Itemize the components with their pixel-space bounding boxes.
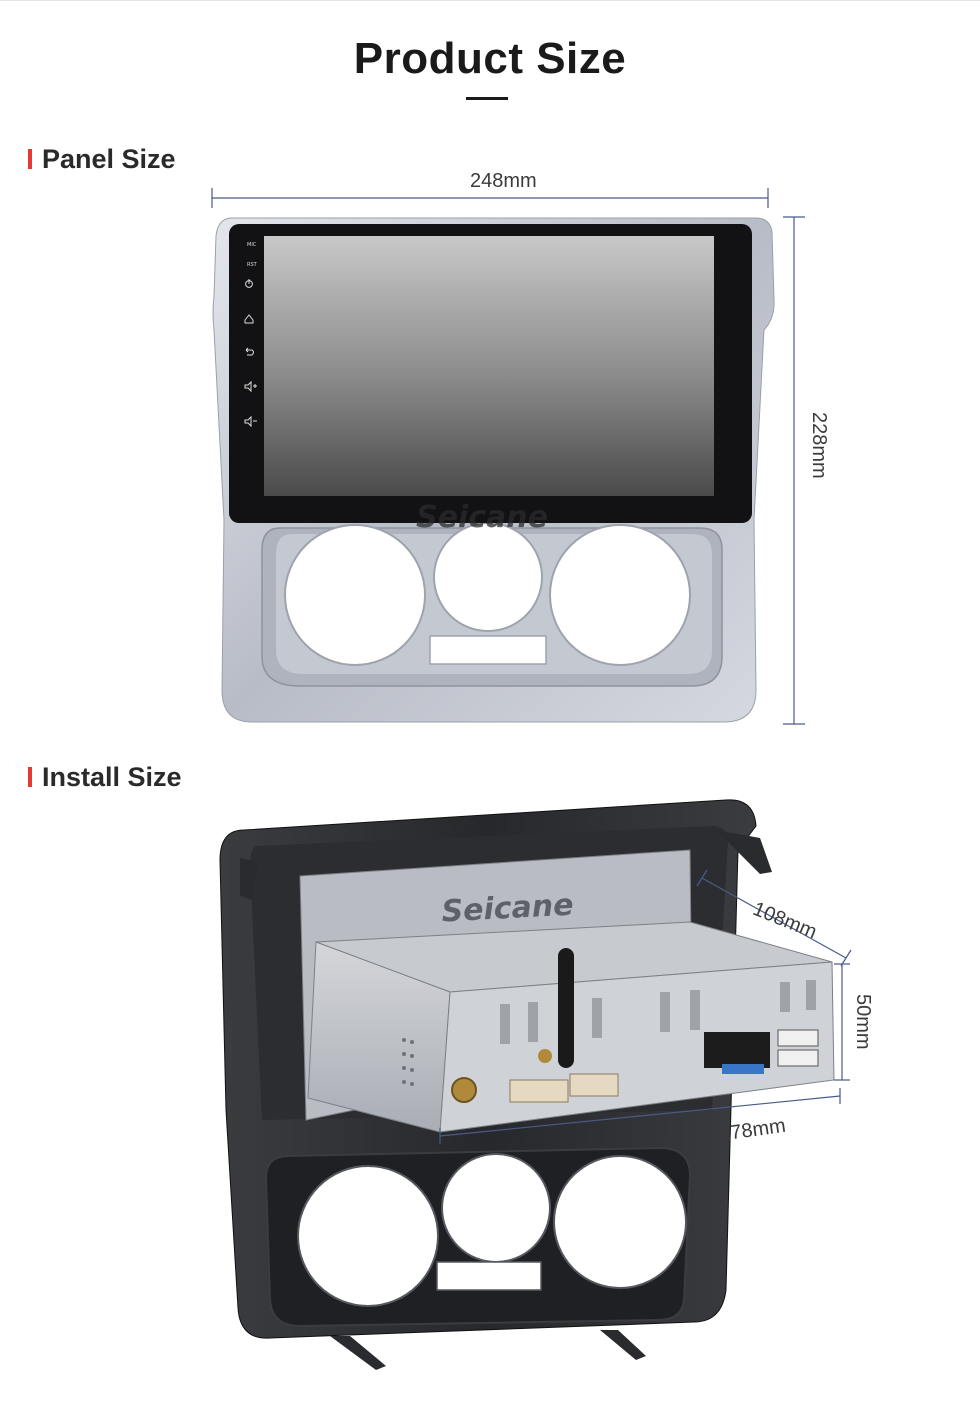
title-underline (466, 97, 508, 100)
install-size-label: Install Size (42, 762, 182, 792)
usb-port-icon (777, 1049, 819, 1067)
panel-size-heading: Panel Size (28, 144, 176, 175)
install-height-dimension-line (834, 963, 850, 1081)
panel-size-label: Panel Size (42, 144, 176, 174)
install-depth-dimension-line (696, 869, 852, 967)
top-divider (0, 0, 980, 1)
rst-label: RST (247, 262, 258, 268)
usb-port-icon (777, 1029, 819, 1047)
volume-down-icon (244, 415, 257, 428)
side-buttons: MIC RST (244, 242, 258, 428)
rear-cutouts (500, 980, 816, 1044)
connector-block (509, 1079, 569, 1103)
install-height-label: 50mm (852, 994, 874, 1050)
vent-holes (402, 1038, 414, 1086)
harness-connector (704, 1032, 770, 1068)
antenna (538, 948, 574, 1068)
install-width-dimension-line (439, 1088, 841, 1144)
install-size-heading: Install Size (28, 762, 182, 793)
accent-bar (28, 767, 32, 787)
panel-width-dimension-line (211, 188, 769, 208)
panel-height-label: 228mm (808, 412, 830, 479)
seicane-watermark: Seicane (416, 500, 548, 535)
antenna-socket-icon (451, 1077, 477, 1103)
back-icon (245, 347, 254, 356)
volume-up-icon (244, 380, 257, 393)
connector-block (569, 1073, 619, 1097)
accent-bar (28, 149, 32, 169)
home-icon (244, 314, 254, 324)
connectors (451, 1029, 819, 1103)
mic-label: MIC (247, 242, 257, 248)
panel-height-dimension-line (783, 216, 805, 725)
seicane-brand-label: Seicane (441, 888, 575, 930)
panel-width-label: 248mm (470, 170, 537, 192)
power-icon (245, 279, 253, 288)
page-title: Product Size (353, 34, 627, 83)
head-unit-panel (212, 217, 775, 723)
